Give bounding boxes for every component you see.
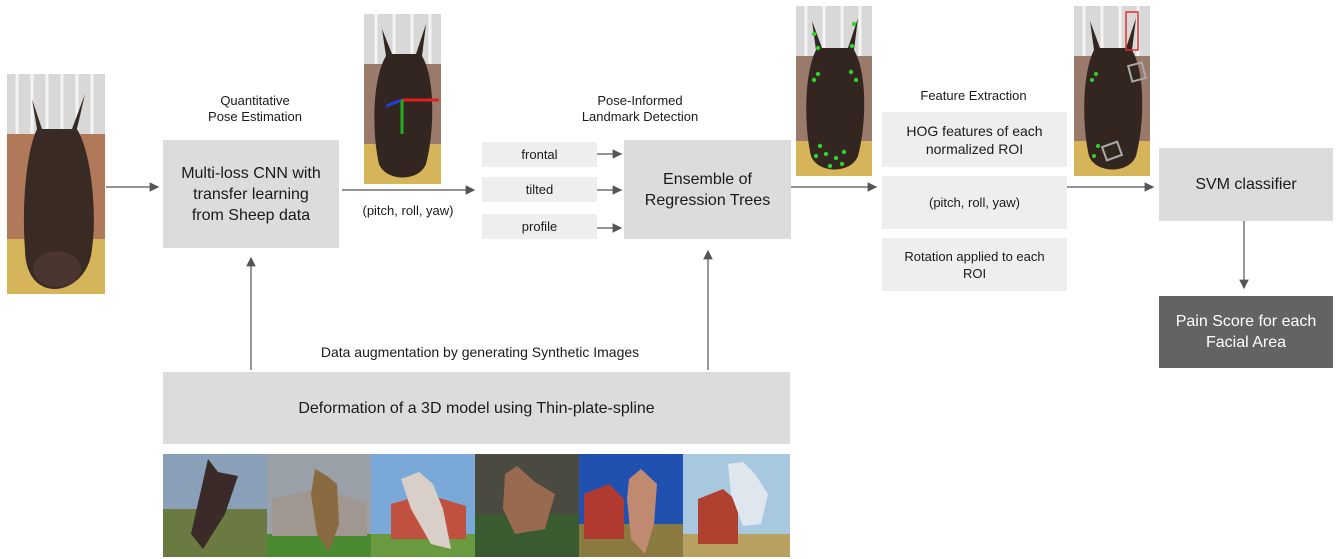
pose-output-label: (pitch, roll, yaw) bbox=[362, 203, 454, 218]
landmark-photo bbox=[796, 6, 872, 176]
deformation-box: Deformation of a 3D model using Thin-pla… bbox=[163, 372, 790, 444]
landmark-detection-title: Pose-Informed Landmark Detection bbox=[581, 93, 699, 124]
synthetic-image-3 bbox=[371, 454, 475, 557]
pose-bin-tilted: tilted bbox=[482, 177, 597, 202]
pose-axes-photo bbox=[364, 14, 441, 184]
pose-bin-frontal: frontal bbox=[482, 142, 597, 167]
roi-photo bbox=[1074, 6, 1150, 176]
synthetic-image-4 bbox=[475, 454, 579, 557]
augmentation-title: Data augmentation by generating Syntheti… bbox=[320, 344, 640, 360]
feature-box-pose: (pitch, roll, yaw) bbox=[882, 176, 1067, 229]
pose-estimation-title: Quantitative Pose Estimation bbox=[208, 93, 302, 124]
feature-box-rotation: Rotation applied to each ROI bbox=[882, 238, 1067, 291]
feature-box-hog: HOG features of each normalized ROI bbox=[882, 112, 1067, 167]
synthetic-image-5 bbox=[579, 454, 683, 557]
cnn-box: Multi-loss CNN with transfer learning fr… bbox=[163, 140, 339, 248]
synthetic-image-strip bbox=[163, 454, 790, 557]
pain-score-box: Pain Score for each Facial Area bbox=[1159, 296, 1333, 368]
synthetic-image-2 bbox=[267, 454, 371, 557]
ert-box: Ensemble of Regression Trees bbox=[624, 140, 791, 239]
synthetic-image-1 bbox=[163, 454, 267, 557]
synthetic-image-6 bbox=[683, 454, 790, 557]
feature-extraction-title: Feature Extraction bbox=[920, 88, 1027, 103]
input-horse-photo bbox=[7, 74, 105, 294]
pose-bin-profile: profile bbox=[482, 214, 597, 239]
pose-axis-blue bbox=[385, 98, 403, 108]
svm-classifier-box: SVM classifier bbox=[1159, 148, 1333, 221]
